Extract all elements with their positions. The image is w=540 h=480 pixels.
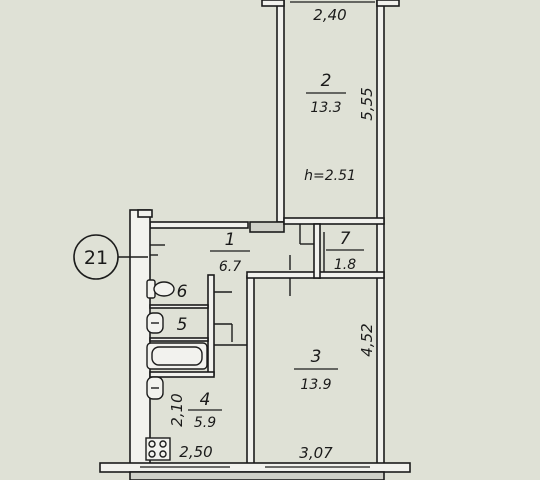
ceiling-height: h=2.51 — [304, 168, 356, 184]
wall-bath-right — [207, 274, 215, 376]
room-7-area: 1.8 — [334, 257, 356, 273]
room-labels: 2 13.3 h=2.51 1 6.7 7 1.8 6 5 3 13.9 4 5… — [177, 71, 364, 431]
wall-closet-left — [313, 223, 321, 279]
toilet-icon — [146, 279, 175, 299]
dimension-labels: 2,40 5,55 4,52 3,07 2,50 2,10 — [168, 6, 376, 462]
kitchen-sink-icon — [146, 376, 164, 400]
room-2-area: 13.3 — [310, 100, 341, 116]
wall-left-cap — [137, 209, 153, 218]
fixtures — [145, 279, 208, 461]
wall-cap-top-left — [261, 0, 285, 7]
wall-right-exterior — [376, 0, 385, 466]
wall-kitchen-top — [149, 371, 215, 378]
room-1-area: 6.7 — [219, 259, 241, 275]
dim-kitchen-width: 2,50 — [179, 443, 212, 461]
walls — [99, 0, 411, 480]
dim-room2-length: 5,55 — [358, 87, 376, 120]
room-5-number: 5 — [177, 315, 188, 335]
stove-icon — [145, 437, 171, 461]
wall-hall-top-block — [249, 221, 285, 233]
dim-room3-length: 4,52 — [358, 323, 376, 356]
wall-room3-top — [246, 271, 321, 279]
room-4-number: 4 — [200, 390, 211, 410]
dim-kitchen-length: 2,10 — [168, 393, 186, 426]
wall-left-exterior — [129, 209, 151, 466]
room-1-number: 1 — [225, 230, 236, 250]
dim-room2-width: 2,40 — [313, 6, 346, 24]
windows — [140, 1, 375, 468]
dim-room3-width: 3,07 — [299, 444, 333, 462]
room-2-number: 2 — [321, 71, 332, 91]
apartment-number: 21 — [84, 247, 108, 269]
room-7-number: 7 — [340, 229, 351, 249]
room-3-area: 13.9 — [300, 377, 331, 393]
wall-room2-left — [276, 0, 285, 223]
bathtub-icon — [146, 342, 208, 370]
sink-icon — [146, 312, 164, 334]
wall-room2-bottom — [283, 217, 385, 225]
apartment-marker: 21 — [73, 234, 148, 280]
room-3-number: 3 — [311, 347, 322, 367]
wall-wc-divider — [149, 304, 209, 309]
wall-cap-top-right — [376, 0, 400, 7]
room-4-area: 5.9 — [194, 415, 216, 431]
wall-hall-top-left — [149, 221, 249, 229]
wall-bottom-sill — [129, 471, 385, 480]
wall-bath-divider — [149, 337, 209, 342]
wall-room3-left — [246, 275, 255, 466]
room-6-number: 6 — [177, 282, 188, 302]
door-marks — [150, 224, 325, 346]
